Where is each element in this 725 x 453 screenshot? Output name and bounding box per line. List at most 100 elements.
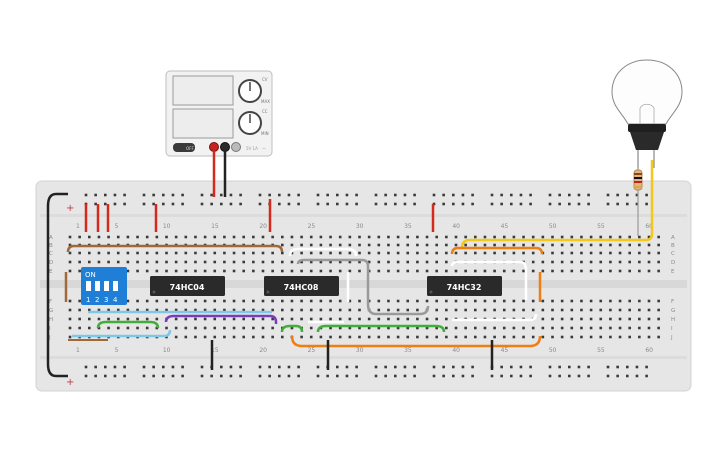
breadboard-hole[interactable] [657, 335, 660, 339]
breadboard-hole[interactable] [348, 299, 352, 303]
breadboard-hole[interactable] [618, 335, 622, 339]
breadboard-hole[interactable] [68, 260, 72, 264]
breadboard-hole[interactable] [551, 335, 554, 339]
breadboard-hole[interactable] [522, 299, 525, 303]
breadboard-hole[interactable] [394, 202, 397, 206]
orange-wire-bottom[interactable] [290, 335, 542, 348]
breadboard-hole[interactable] [483, 269, 487, 273]
breadboard-hole[interactable] [242, 308, 245, 312]
breadboard-hole[interactable] [281, 317, 284, 321]
breadboard-hole[interactable] [512, 235, 516, 239]
breadboard-hole[interactable] [435, 235, 438, 239]
breadboard-hole[interactable] [367, 335, 371, 339]
breadboard-hole[interactable] [78, 235, 81, 239]
breadboard-hole[interactable] [367, 235, 371, 239]
breadboard-hole[interactable] [568, 193, 571, 197]
breadboard-hole[interactable] [271, 317, 274, 321]
breadboard-hole[interactable] [155, 317, 159, 321]
breadboard-hole[interactable] [309, 260, 313, 264]
breadboard-hole[interactable] [271, 260, 274, 264]
breadboard-hole[interactable] [474, 251, 477, 255]
breadboard-hole[interactable] [406, 269, 410, 273]
breadboard-hole[interactable] [483, 243, 487, 247]
breadboard-hole[interactable] [113, 202, 117, 206]
breadboard-hole[interactable] [589, 251, 593, 255]
breadboard-hole[interactable] [258, 365, 262, 369]
breadboard-hole[interactable] [387, 260, 390, 264]
breadboard-hole[interactable] [377, 235, 381, 239]
breadboard-hole[interactable] [647, 326, 651, 330]
breadboard-hole[interactable] [268, 374, 271, 378]
breadboard-hole[interactable] [355, 365, 358, 369]
breadboard-hole[interactable] [232, 235, 236, 239]
breadboard-hole[interactable] [261, 308, 265, 312]
breadboard-hole[interactable] [587, 365, 590, 369]
breadboard-hole[interactable] [223, 251, 226, 255]
breadboard-hole[interactable] [628, 269, 631, 273]
breadboard-hole[interactable] [268, 365, 271, 369]
breadboard-hole[interactable] [309, 326, 313, 330]
breadboard-hole[interactable] [500, 193, 503, 197]
breadboard-hole[interactable] [548, 202, 552, 206]
breadboard-hole[interactable] [384, 374, 387, 378]
breadboard-hole[interactable] [278, 365, 281, 369]
breadboard-hole[interactable] [261, 269, 265, 273]
breadboard-hole[interactable] [281, 260, 284, 264]
breadboard-hole[interactable] [107, 326, 110, 330]
breadboard-hole[interactable] [502, 235, 506, 239]
breadboard-hole[interactable] [203, 260, 207, 264]
breadboard-hole[interactable] [136, 235, 139, 239]
breadboard-hole[interactable] [348, 326, 352, 330]
breadboard-hole[interactable] [278, 374, 281, 378]
breadboard-hole[interactable] [326, 193, 329, 197]
breadboard-hole[interactable] [618, 235, 622, 239]
breadboard-hole[interactable] [136, 251, 139, 255]
breadboard-hole[interactable] [647, 251, 651, 255]
breadboard-hole[interactable] [474, 326, 477, 330]
breadboard-hole[interactable] [416, 317, 419, 321]
breadboard-hole[interactable] [239, 202, 242, 206]
breadboard-hole[interactable] [541, 335, 545, 339]
breadboard-hole[interactable] [145, 269, 149, 273]
breadboard-hole[interactable] [68, 308, 72, 312]
breadboard-hole[interactable] [580, 269, 583, 273]
breadboard-hole[interactable] [442, 202, 445, 206]
breadboard-hole[interactable] [68, 326, 72, 330]
breadboard-hole[interactable] [551, 308, 554, 312]
breadboard-hole[interactable] [474, 308, 477, 312]
breadboard-hole[interactable] [541, 326, 545, 330]
breadboard-hole[interactable] [548, 365, 552, 369]
breadboard-hole[interactable] [223, 269, 226, 273]
breadboard-hole[interactable] [152, 374, 155, 378]
dip-switch-toggle-1[interactable] [86, 281, 91, 291]
breadboard-hole[interactable] [210, 202, 213, 206]
breadboard-hole[interactable] [510, 365, 513, 369]
breadboard-hole[interactable] [425, 251, 429, 255]
breadboard-hole[interactable] [445, 235, 448, 239]
breadboard-hole[interactable] [345, 202, 349, 206]
breadboard-hole[interactable] [570, 308, 574, 312]
breadboard-hole[interactable] [454, 335, 458, 339]
breadboard-hole[interactable] [326, 202, 329, 206]
breadboard-hole[interactable] [145, 326, 149, 330]
breadboard-hole[interactable] [136, 260, 139, 264]
breadboard-hole[interactable] [416, 243, 419, 247]
breadboard-hole[interactable] [181, 374, 184, 378]
breadboard-hole[interactable] [628, 326, 631, 330]
breadboard-hole[interactable] [570, 326, 574, 330]
blue-wire-3[interactable] [72, 329, 172, 338]
breadboard-hole[interactable] [416, 308, 419, 312]
breadboard-hole[interactable] [348, 335, 352, 339]
breadboard-hole[interactable] [300, 317, 303, 321]
chip-74hc32[interactable]: 74HC32 [427, 276, 502, 296]
breadboard-hole[interactable] [512, 269, 516, 273]
breadboard-hole[interactable] [203, 308, 207, 312]
breadboard-hole[interactable] [529, 193, 532, 197]
breadboard-hole[interactable] [278, 202, 281, 206]
breadboard-hole[interactable] [618, 308, 622, 312]
breadboard-hole[interactable] [358, 326, 361, 330]
breadboard-hole[interactable] [618, 269, 622, 273]
breadboard-hole[interactable] [396, 335, 400, 339]
breadboard-hole[interactable] [309, 235, 313, 239]
breadboard-hole[interactable] [580, 335, 583, 339]
